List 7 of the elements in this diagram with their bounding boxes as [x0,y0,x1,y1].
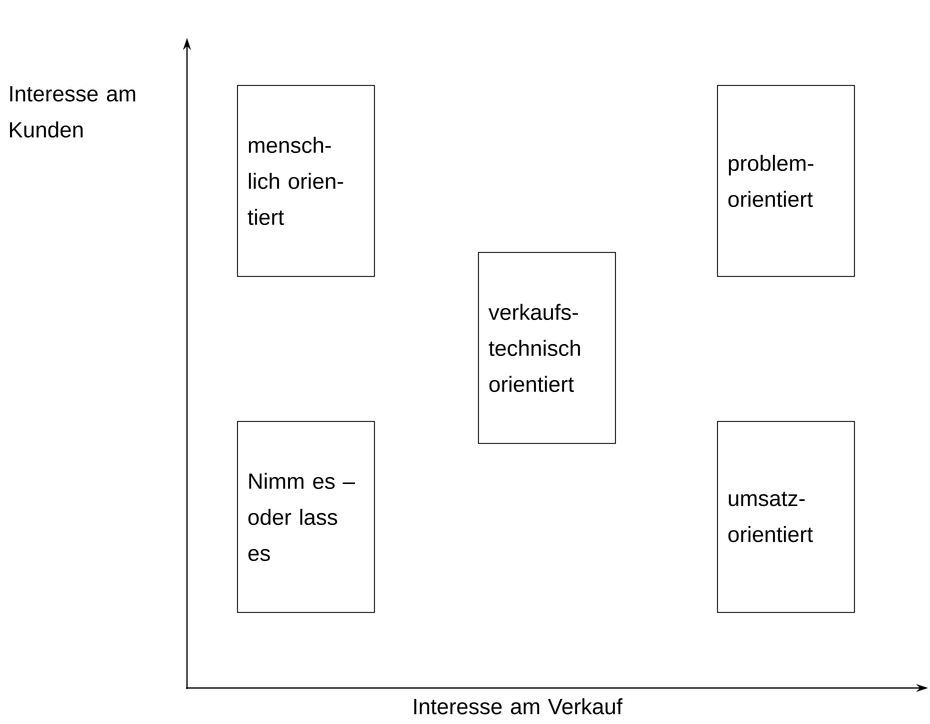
text-box: verkaufs- technisch orientiert [478,252,616,444]
text-box: mensch- lich orien- tiert [237,85,375,277]
text-box: Nimm es – oder lass es [237,421,375,613]
axis-label: Interesse am Verkauf [414,698,623,714]
axis-label: Interesse am Kunden [10,86,136,138]
text-box: problem- orientiert [717,85,855,277]
text-box: umsatz- orientiert [717,421,855,613]
